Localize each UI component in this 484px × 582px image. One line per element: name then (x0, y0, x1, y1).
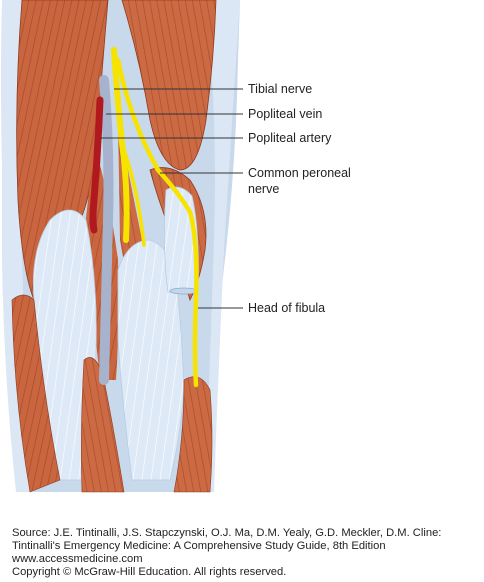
gastrocnemius-muscle (11, 294, 213, 493)
head-of-fibula-label: Head of fibula (248, 301, 325, 315)
copyright-line: Copyright © McGraw-Hill Education. All r… (12, 566, 287, 578)
tibial-nerve (111, 47, 146, 247)
source-line: Source: J.E. Tintinalli, J.S. Stapczynsk… (12, 527, 442, 539)
popliteal-artery-label: Popliteal artery (248, 131, 332, 145)
source-citation: Source: J.E. Tintinalli, J.S. Stapczynsk… (12, 527, 482, 579)
gastrocnemius-lateral-tendon (117, 239, 185, 481)
common-peroneal-nerve-label-line2: nerve (248, 182, 279, 196)
popliteal-vein-label: Popliteal vein (248, 107, 322, 121)
popliteal-artery (89, 96, 104, 234)
source-website-line: www.accessmedicine.com (12, 553, 143, 565)
source-title-line: Tintinalli's Emergency Medicine: A Compr… (12, 540, 386, 552)
tibial-nerve-label: Tibial nerve (248, 82, 312, 96)
common-peroneal-nerve-label-line1: Common peroneal (248, 166, 351, 180)
common-peroneal-nerve (115, 57, 199, 388)
popliteal-vein (99, 75, 114, 385)
